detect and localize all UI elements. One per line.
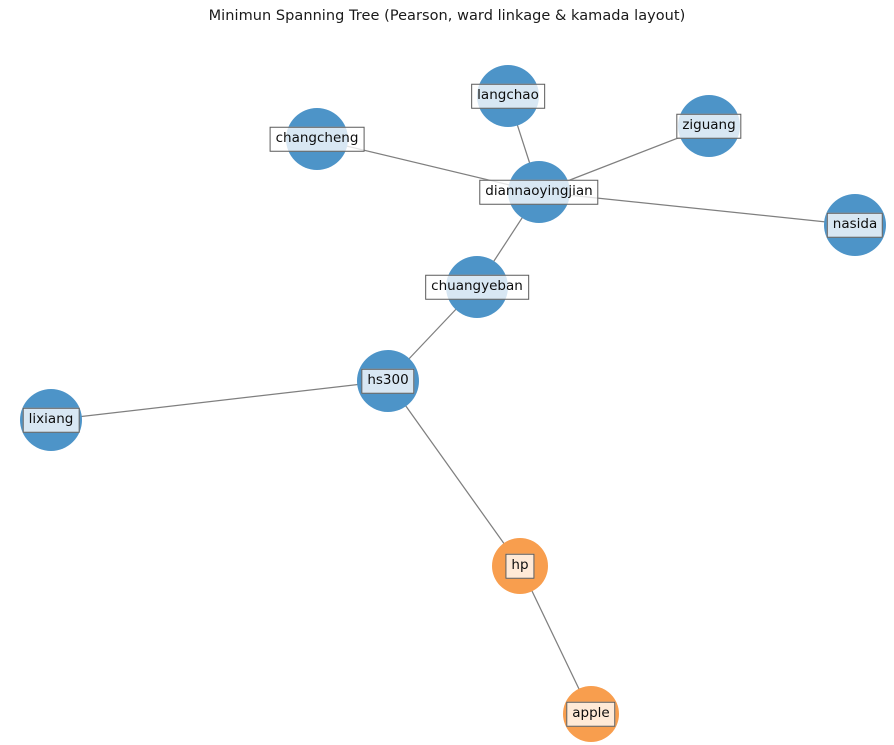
node-label-hs300: hs300 bbox=[361, 368, 415, 394]
node-label-apple: apple bbox=[566, 701, 616, 727]
edges-layer bbox=[50, 95, 856, 715]
nodes-layer bbox=[20, 65, 886, 742]
node-label-nasida: nasida bbox=[826, 212, 884, 238]
node-label-ziguang: ziguang bbox=[676, 113, 742, 139]
node-label-langchao: langchao bbox=[471, 83, 545, 109]
node-label-diannaoyingjian: diannaoyingjian bbox=[479, 179, 599, 205]
node-label-chuangyeban: chuangyeban bbox=[425, 274, 529, 300]
page-title: Minimun Spanning Tree (Pearson, ward lin… bbox=[208, 8, 686, 24]
node-label-hp: hp bbox=[505, 553, 535, 579]
node-label-changcheng: changcheng bbox=[269, 126, 365, 152]
graph-edge bbox=[387, 380, 521, 567]
node-label-lixiang: lixiang bbox=[22, 407, 80, 433]
graph-edge bbox=[50, 380, 389, 421]
